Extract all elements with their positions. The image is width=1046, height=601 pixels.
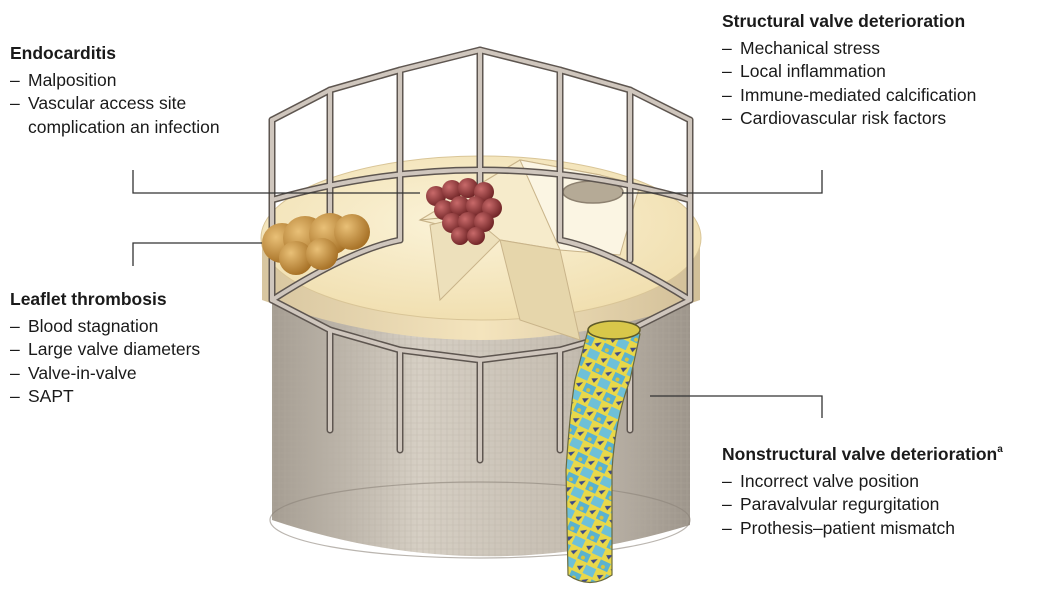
bullet-dash: –	[10, 362, 20, 386]
annotation-structural-deterioration: Structural valve deterioration –Mechanic…	[722, 10, 976, 131]
annotation-leaflet-thrombosis: Leaflet thrombosis –Blood stagnation –La…	[10, 288, 200, 409]
leader-line-thrombosis	[133, 243, 262, 266]
annotation-list: –Mechanical stress –Local inflammation –…	[722, 37, 976, 131]
bullet-dash: –	[722, 84, 732, 108]
bullet-dash: –	[10, 385, 20, 409]
list-item: –Paravalvular regurgitation	[722, 493, 1003, 517]
annotation-nonstructural-deterioration: Nonstructural valve deteriorationa –Inco…	[722, 438, 1003, 540]
bullet-dash: –	[722, 60, 732, 84]
list-item: –SAPT	[10, 385, 200, 409]
bullet-dash: –	[722, 493, 732, 517]
bullet-dash: –	[10, 315, 20, 339]
list-item: –Blood stagnation	[10, 315, 200, 339]
list-item: –Prothesis–patient mismatch	[722, 517, 1003, 541]
list-item: –Cardiovascular risk factors	[722, 107, 976, 131]
bullet-dash: –	[10, 338, 20, 362]
annotation-title: Endocarditis	[10, 42, 220, 66]
footnote-mark: a	[997, 444, 1003, 455]
list-item: –Large valve diameters	[10, 338, 200, 362]
bullet-dash: –	[722, 37, 732, 61]
annotation-title: Structural valve deterioration	[722, 10, 976, 34]
bullet-dash: –	[10, 69, 20, 93]
list-item: –Immune-mediated calcification	[722, 84, 976, 108]
bullet-dash: –	[722, 107, 732, 131]
bullet-dash: –	[722, 470, 732, 494]
annotation-list: –Incorrect valve position –Paravalvular …	[722, 470, 1003, 541]
annotation-endocarditis: Endocarditis –Malposition –Vascular acce…	[10, 42, 220, 139]
list-item: –Incorrect valve position	[722, 470, 1003, 494]
annotation-title: Nonstructural valve deteriorationa	[722, 438, 1003, 467]
bullet-dash: –	[10, 92, 20, 116]
list-item: –Valve-in-valve	[10, 362, 200, 386]
annotation-title: Leaflet thrombosis	[10, 288, 200, 312]
list-item: –Local inflammation	[722, 60, 976, 84]
bullet-dash: –	[722, 517, 732, 541]
annotation-list: –Blood stagnation –Large valve diameters…	[10, 315, 200, 409]
list-item: –Malposition	[10, 69, 220, 93]
list-item: –Mechanical stress	[722, 37, 976, 61]
